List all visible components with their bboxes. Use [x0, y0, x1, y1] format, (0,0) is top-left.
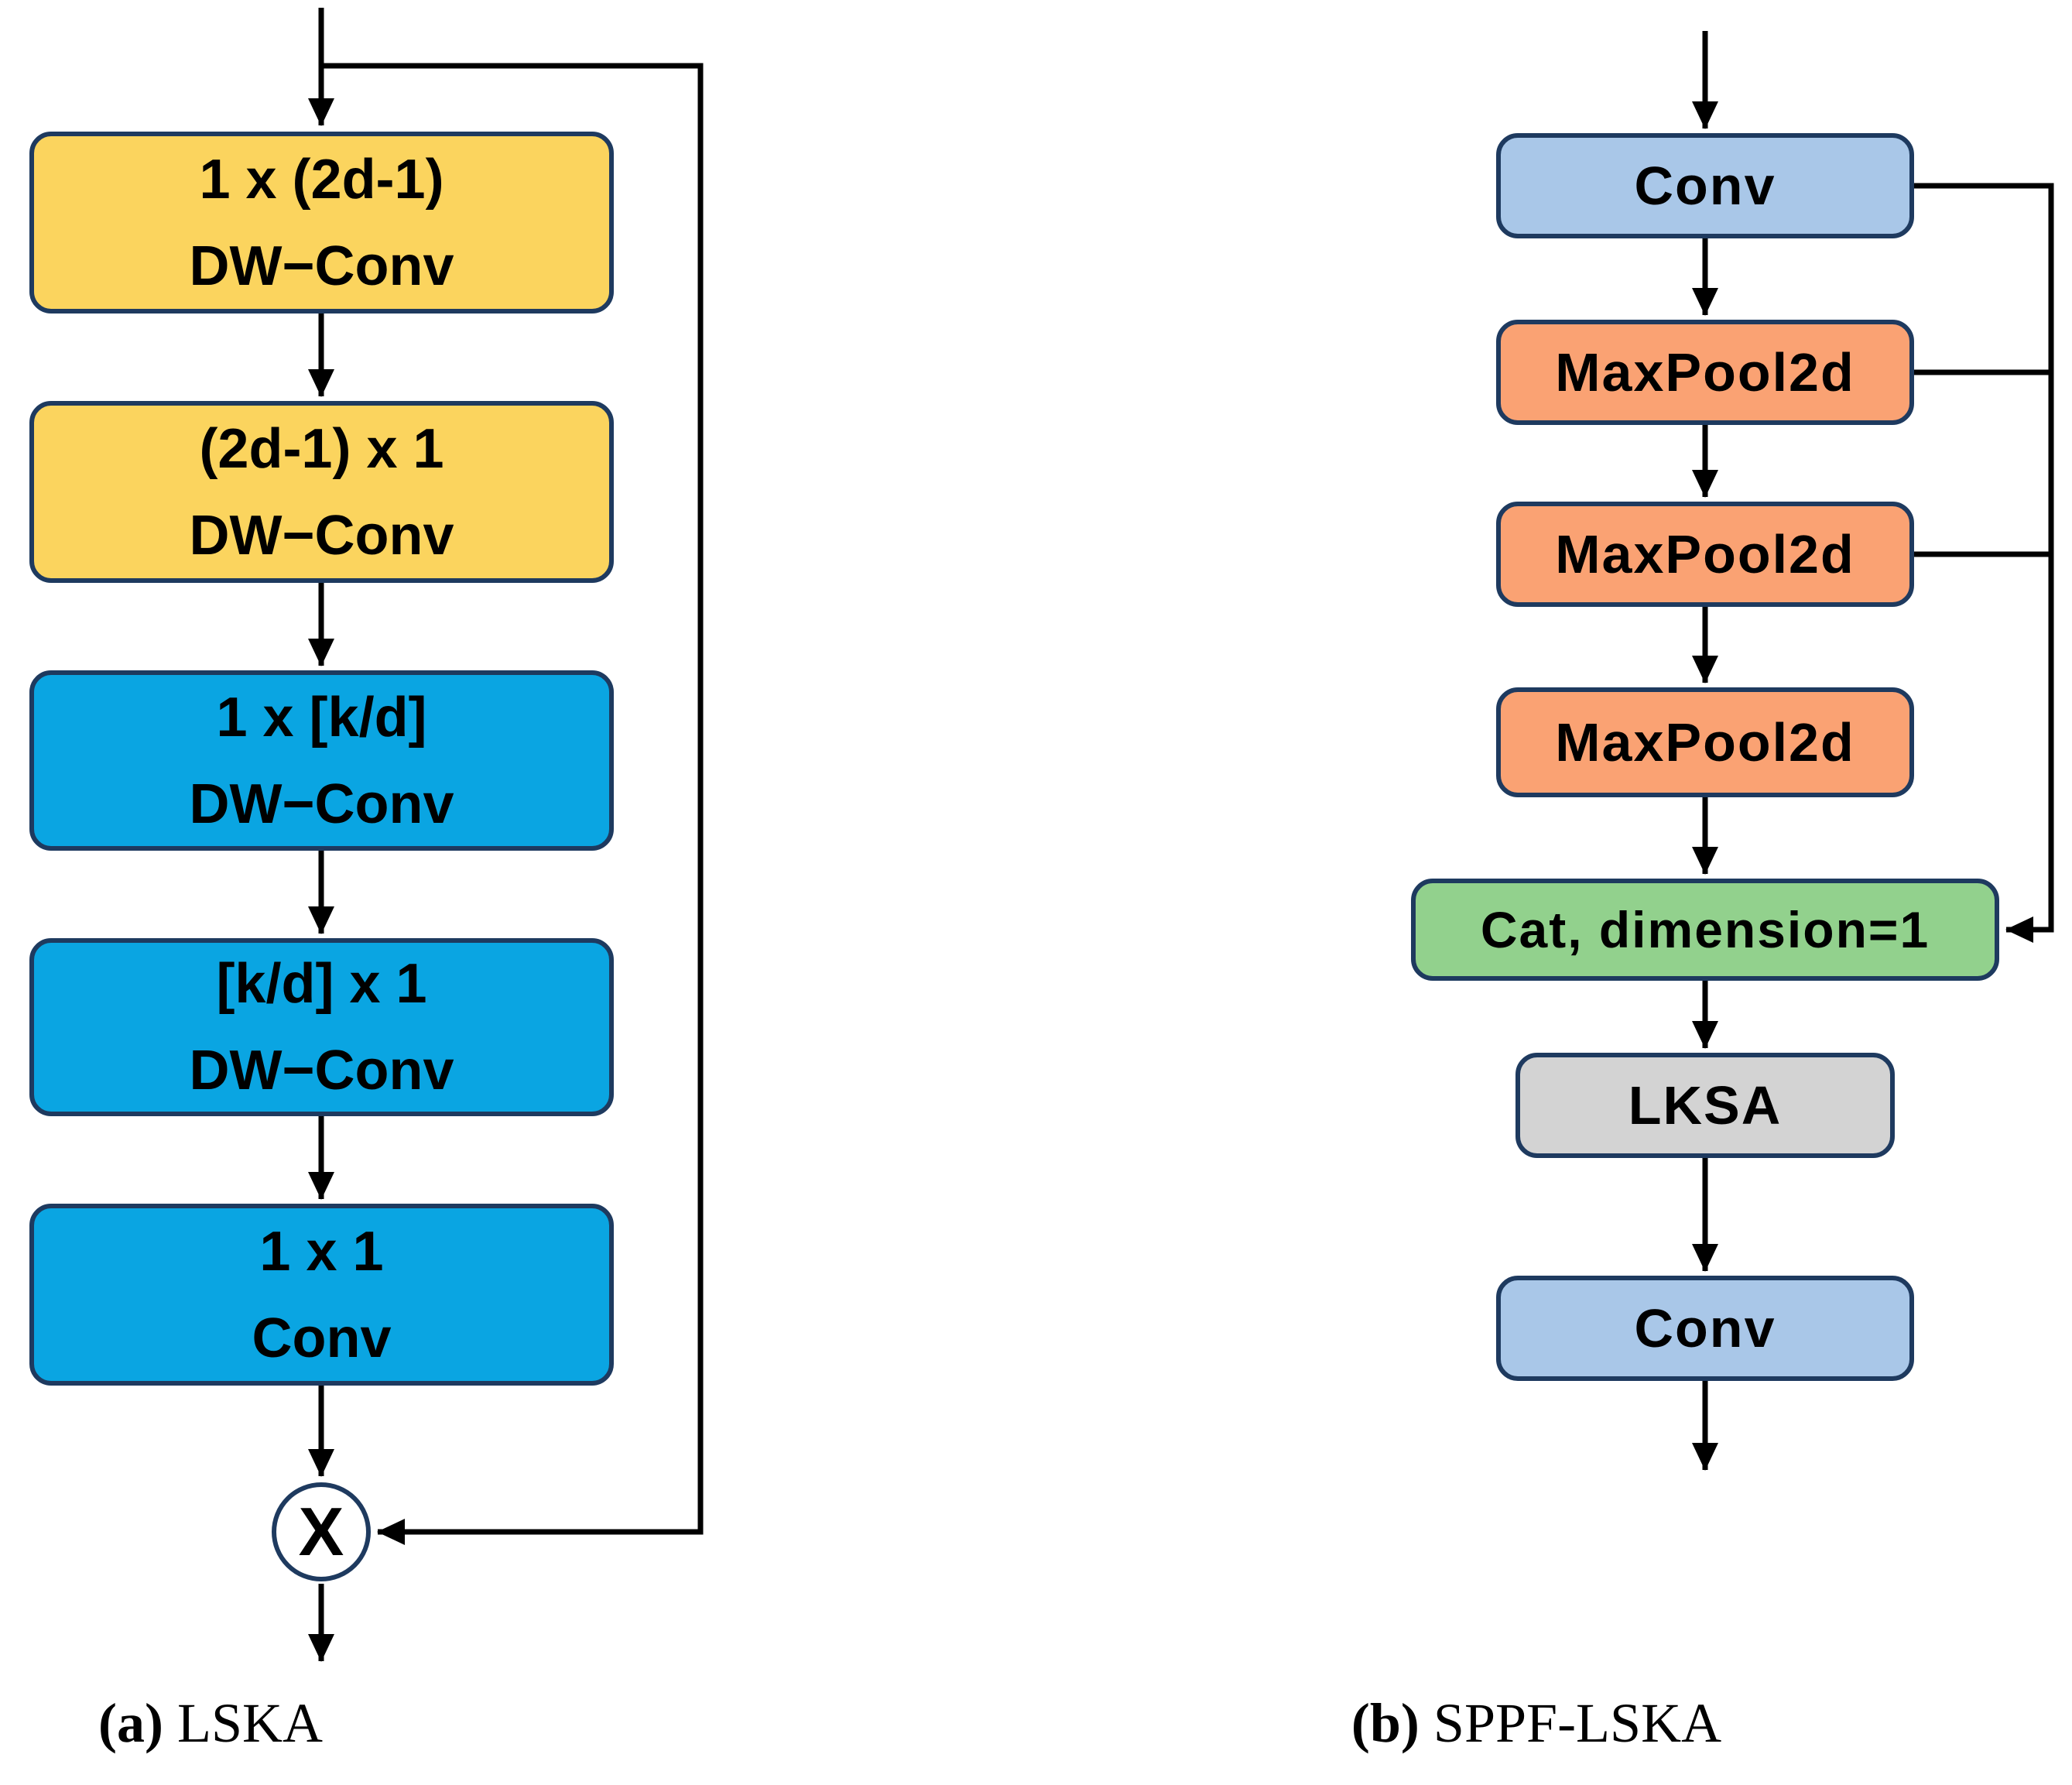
residual-skip-a	[321, 63, 704, 1545]
multiply-symbol: X	[298, 1493, 344, 1570]
caption-a-label: LSKA	[176, 1692, 323, 1754]
node-lksa: LKSA	[1515, 1053, 1895, 1158]
node-maxpool-1: MaxPool2d	[1496, 320, 1914, 425]
node-maxpool-2: MaxPool2d	[1496, 502, 1914, 607]
node-conv-bottom: Conv	[1496, 1276, 1914, 1381]
node-dwconv-1x2d1: 1 x (2d-1) DW−Conv	[29, 132, 614, 313]
node-label-line1: 1 x (2d-1)	[199, 148, 444, 211]
node-label-line1: (2d-1) x 1	[199, 417, 444, 480]
node-maxpool-3: MaxPool2d	[1496, 687, 1914, 797]
node-label-line1: 1 x 1	[259, 1220, 384, 1283]
node-conv-top: Conv	[1496, 133, 1914, 238]
node-label-line2: DW−Conv	[189, 504, 454, 567]
node-label-line2: Conv	[252, 1307, 392, 1369]
node-dwconv-1xkd: 1 x [k/d] DW−Conv	[29, 670, 614, 851]
node-dwconv-kdx1: [k/d] x 1 DW−Conv	[29, 938, 614, 1116]
node-label: Conv	[1634, 156, 1776, 216]
node-conv-1x1: 1 x 1 Conv	[29, 1204, 614, 1386]
skip-conv-to-cat	[1914, 183, 2054, 943]
node-label: MaxPool2d	[1555, 524, 1855, 584]
caption-b: (b) SPPF-LSKA	[1320, 1691, 1753, 1756]
node-label: LKSA	[1628, 1075, 1783, 1136]
node-label: Conv	[1634, 1298, 1776, 1358]
node-cat: Cat, dimension=1	[1411, 879, 1999, 981]
node-label-line2: DW−Conv	[189, 235, 454, 297]
multiply-node: X	[272, 1482, 371, 1581]
node-label-line2: DW−Conv	[189, 1040, 454, 1101]
caption-a: (a) LSKA	[0, 1691, 427, 1756]
node-label: MaxPool2d	[1555, 712, 1855, 773]
caption-b-prefix: (b)	[1351, 1692, 1420, 1754]
node-label: MaxPool2d	[1555, 342, 1855, 403]
node-label-line1: [k/d] x 1	[216, 953, 427, 1015]
node-label-line1: 1 x [k/d]	[216, 686, 427, 749]
caption-a-prefix: (a)	[98, 1692, 163, 1754]
node-label: Cat, dimension=1	[1480, 901, 1930, 958]
caption-b-label: SPPF-LSKA	[1433, 1692, 1722, 1754]
node-dwconv-2d1x1: (2d-1) x 1 DW−Conv	[29, 401, 614, 583]
node-label-line2: DW−Conv	[189, 773, 454, 835]
